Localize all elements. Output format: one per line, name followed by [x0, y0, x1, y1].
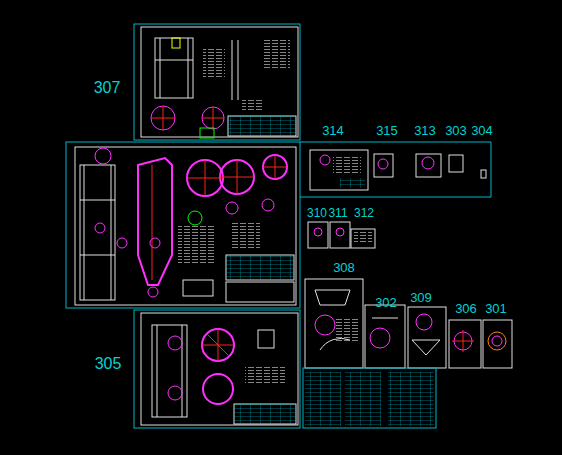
- strip-sheets: [310, 150, 486, 190]
- sheet-main: [66, 142, 491, 308]
- sheet-number: 309: [410, 291, 432, 305]
- sheet-number: 315: [376, 124, 398, 138]
- sheet-number: 304: [471, 124, 493, 138]
- parts-tables: [303, 368, 436, 428]
- sheet-number: 310: [307, 206, 327, 220]
- sheet-number: 301: [485, 302, 507, 316]
- sheet-number: 311: [328, 206, 347, 220]
- sheet-number: 302: [375, 296, 397, 310]
- sheet-307: [134, 24, 300, 140]
- lower-sheets: [305, 279, 512, 368]
- sheet-number: 308: [333, 261, 355, 275]
- sheet-number: 312: [354, 206, 374, 220]
- sheet-number: 306: [455, 302, 477, 316]
- sheet-305: [134, 310, 300, 428]
- sheet-number: 305: [95, 357, 122, 371]
- sheet-number: 314: [322, 124, 344, 138]
- sheet-number: 307: [94, 81, 121, 95]
- sheet-number: 303: [445, 124, 467, 138]
- sheet-number: 313: [414, 124, 436, 138]
- small-sheets: [308, 222, 375, 248]
